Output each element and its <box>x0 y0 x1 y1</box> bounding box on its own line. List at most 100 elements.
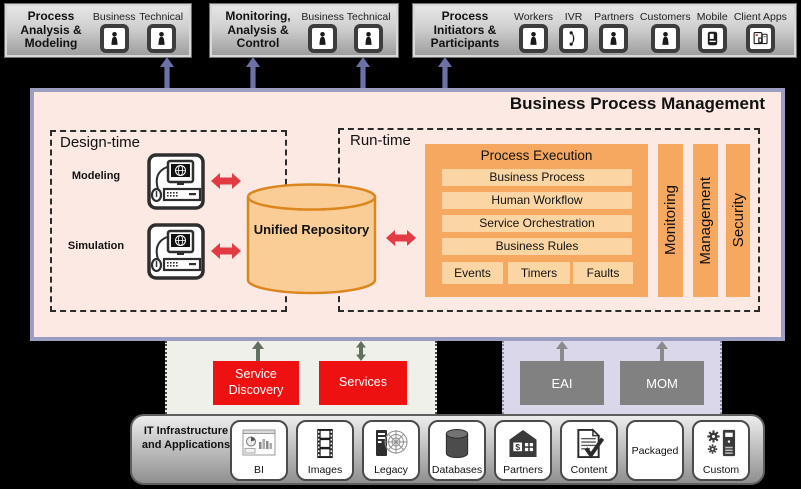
actor-group: Business Technical <box>91 9 185 53</box>
mom-box: MOM <box>620 361 704 405</box>
spiderweb-computer-icon <box>364 422 418 464</box>
actor-ivr: IVR <box>559 10 589 53</box>
actor-label: Customers <box>639 10 691 23</box>
run-time-label: Run-time <box>350 132 411 149</box>
tile-label: Custom <box>702 464 740 476</box>
actor-label: Workers <box>514 10 553 23</box>
actor-technical: Technical <box>347 11 391 53</box>
up-arrow-icon <box>556 341 568 361</box>
actor-client-apps: Client Apps <box>734 11 787 53</box>
phone-handset-icon <box>559 23 589 53</box>
person-icon <box>146 23 176 53</box>
management-bar-label: Management <box>697 176 714 265</box>
tile-label: Partners <box>503 464 543 476</box>
sync-arrow-icon <box>211 173 241 189</box>
process-execution-box: Process Execution Business Process Human… <box>425 144 648 297</box>
actor-group: Business Technical <box>300 9 392 53</box>
box-title: Process Analysis & Modeling <box>20 8 82 51</box>
layer-human-workflow: Human Workflow <box>442 192 632 209</box>
up-down-arrow-icon <box>356 341 366 361</box>
film-strip-icon <box>298 422 352 464</box>
mobile-device-icon <box>697 23 727 53</box>
service-discovery-box: Service Discovery <box>213 361 299 405</box>
person-icon <box>308 23 338 53</box>
tile-label: Databases <box>431 464 483 476</box>
business-process-management-box: Business Process Management Design-time … <box>30 88 785 341</box>
tile-label: Images <box>307 464 343 476</box>
workstation-icon <box>147 153 205 210</box>
person-icon <box>519 23 548 53</box>
services-panel: Service Discovery Services <box>165 341 437 414</box>
integration-panel: EAI MOM <box>502 341 722 414</box>
client-apps-icon <box>745 23 775 53</box>
actor-label: Business <box>301 10 344 23</box>
actor-label: Technical <box>139 10 184 23</box>
handler-faults: Faults <box>573 262 633 284</box>
actor-business: Business <box>301 11 344 53</box>
process-execution-title: Process Execution <box>480 148 593 163</box>
simulation-label: Simulation <box>67 240 125 252</box>
monitoring-bar: Monitoring <box>658 144 683 297</box>
actor-label: Partners <box>594 10 634 23</box>
svg-text:$: $ <box>515 442 520 452</box>
process-initiators-participants-box: Process Initiators & Participants Worker… <box>413 4 796 57</box>
tile-packaged: Packaged <box>626 420 684 481</box>
actor-group: Workers IVR Partners Customers Mobile Cl… <box>511 9 790 53</box>
actor-business: Business <box>93 11 136 53</box>
bpm-title: Business Process Management <box>509 94 765 113</box>
handler-timers: Timers <box>508 262 570 284</box>
actor-label: Business <box>92 10 136 23</box>
gears-server-icon <box>694 422 748 464</box>
modeling-label: Modeling <box>71 170 121 182</box>
tile-custom: Custom <box>692 420 750 481</box>
management-bar: Management <box>693 144 718 297</box>
eai-box: EAI <box>520 361 604 405</box>
actor-partners: Partners <box>594 11 634 53</box>
person-icon <box>599 23 629 53</box>
sync-arrow-icon <box>211 243 241 259</box>
box-title: Process Initiators & Participants <box>430 8 500 51</box>
actor-label: IVR <box>564 10 583 23</box>
monitoring-analysis-control-box: Monitoring, Analysis & Control Business … <box>210 4 398 57</box>
it-infrastructure-label: IT Infrastructure and Applications <box>141 425 231 451</box>
person-icon <box>354 23 384 53</box>
tile-content: Content <box>560 420 618 481</box>
actor-customers: Customers <box>640 11 691 53</box>
layer-service-orchestration: Service Orchestration <box>442 215 632 232</box>
layer-business-rules: Business Rules <box>442 238 632 255</box>
process-analysis-modeling-box: Process Analysis & Modeling Business Tec… <box>5 4 191 57</box>
unified-repository-cylinder: Unified Repository <box>245 182 378 297</box>
up-arrow-icon <box>252 341 264 361</box>
repository-label: Unified Repository <box>253 222 370 237</box>
tile-label: Packaged <box>631 444 679 457</box>
handler-events: Events <box>442 262 503 284</box>
database-cylinder-icon <box>430 422 484 464</box>
up-arrow-icon <box>656 341 668 361</box>
workstation-icon <box>147 223 205 280</box>
person-icon <box>650 23 680 53</box>
bi-chart-icon <box>232 422 286 464</box>
actor-label: Client Apps <box>733 10 787 23</box>
security-bar-label: Security <box>729 193 747 248</box>
monitoring-bar-label: Monitoring <box>662 185 679 256</box>
actor-label: Mobile <box>696 10 728 23</box>
actor-technical: Technical <box>139 11 183 53</box>
security-bar: Security <box>726 144 750 297</box>
actor-label: Technical <box>346 10 391 23</box>
actor-workers: Workers <box>514 11 553 53</box>
tile-label: Content <box>570 464 608 476</box>
person-icon <box>99 23 129 53</box>
actor-mobile: Mobile <box>697 11 728 53</box>
tile-images: Images <box>296 420 354 481</box>
tile-bi: BI <box>230 420 288 481</box>
sync-arrow-icon <box>386 230 416 246</box>
building-dollar-icon: $ <box>496 422 550 464</box>
document-check-icon <box>562 422 616 464</box>
tile-databases: Databases <box>428 420 486 481</box>
layer-business-process: Business Process <box>442 169 632 186</box>
design-time-label: Design-time <box>60 134 141 151</box>
tile-partners: $ Partners <box>494 420 552 481</box>
box-title: Monitoring, Analysis & Control <box>225 8 291 51</box>
services-box: Services <box>319 361 407 405</box>
